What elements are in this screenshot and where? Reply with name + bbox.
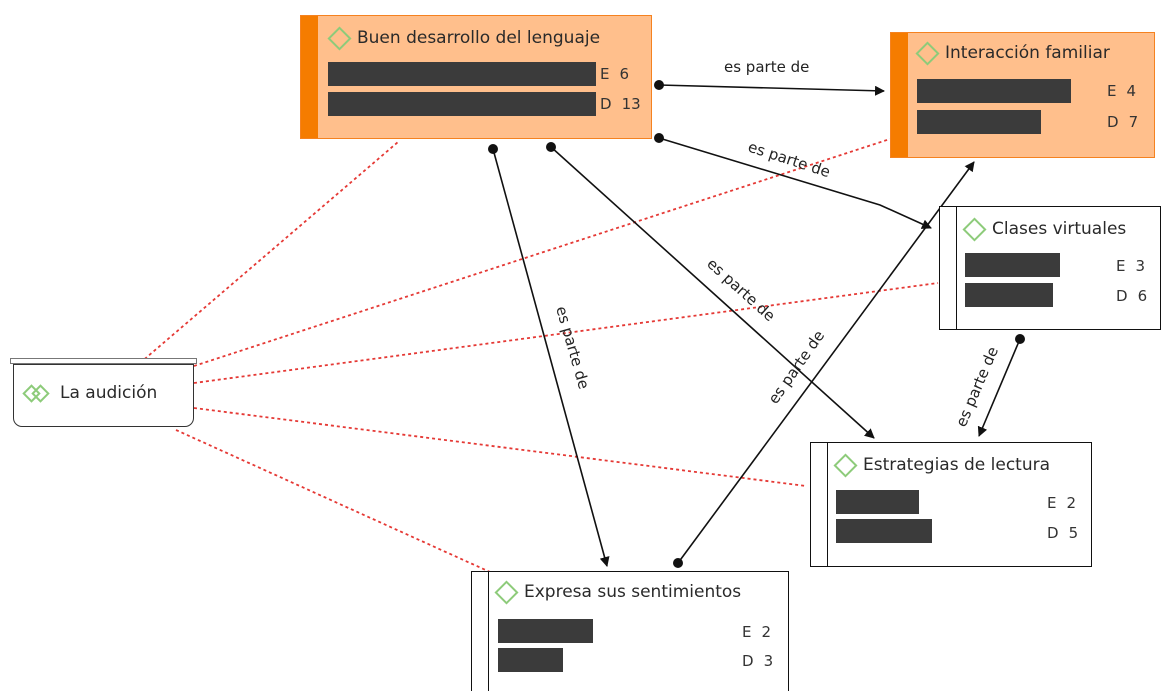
relation-lenguaje-estrategias xyxy=(546,142,875,439)
stat-key: D xyxy=(600,95,612,113)
diamond-icon xyxy=(962,216,987,242)
node-band xyxy=(301,16,318,138)
group-tab xyxy=(10,358,197,364)
stat-value: 7 xyxy=(1128,113,1139,131)
relation-label: es parte de xyxy=(724,58,809,76)
stat-value: 13 xyxy=(621,95,641,113)
stat-value: 2 xyxy=(1066,494,1077,512)
dotted-link-audicion-estrategias xyxy=(193,407,807,487)
stat-key: D xyxy=(1116,287,1128,305)
dotted-link-audicion-lenguaje xyxy=(139,141,399,364)
node-title-text: Buen desarrollo del lenguaje xyxy=(357,28,601,48)
node-band xyxy=(891,33,908,157)
node-title-text: Expresa sus sentimientos xyxy=(524,582,742,602)
diamond-icon xyxy=(494,579,519,605)
node-title: Estrategias de lectura xyxy=(833,452,1051,478)
node-title: Expresa sus sentimientos xyxy=(494,579,742,605)
stat-value: 2 xyxy=(761,623,772,641)
stat-key: E xyxy=(1107,82,1117,100)
node-band xyxy=(940,207,957,329)
stat-value: 6 xyxy=(1137,287,1148,305)
code-group-audicion[interactable]: La audición xyxy=(10,358,197,427)
relation-expresa-familiar xyxy=(673,161,975,568)
redacted-text xyxy=(328,62,596,86)
stat-key: D xyxy=(1107,113,1119,131)
node-title: Interacción familiar xyxy=(915,40,1110,66)
relation-lenguaje-familiar xyxy=(654,80,885,96)
relation-label: es parte de xyxy=(552,304,593,391)
stat-key: E xyxy=(600,65,610,83)
node-title-text: Estrategias de lectura xyxy=(863,455,1051,475)
diamond-icon xyxy=(915,40,940,66)
relation-label: es parte de xyxy=(952,344,1002,430)
redacted-text xyxy=(498,648,563,672)
node-title: La audición xyxy=(22,383,158,403)
diamond-icon xyxy=(833,452,858,478)
stat-value: 4 xyxy=(1126,82,1137,100)
node-title-text: Clases virtuales xyxy=(992,219,1127,239)
redacted-text xyxy=(836,490,919,514)
stat-key: E xyxy=(1116,257,1126,275)
redacted-text xyxy=(498,619,593,643)
relation-label: es parte de xyxy=(703,255,778,325)
redacted-text xyxy=(917,110,1041,134)
node-title: Clases virtuales xyxy=(962,216,1127,242)
relation-clases-estrategias xyxy=(977,334,1025,437)
double-diamond-icon xyxy=(22,384,50,403)
redacted-text xyxy=(965,253,1060,277)
relation-lenguaje-clases xyxy=(654,133,932,229)
stat-value: 3 xyxy=(763,652,774,670)
dotted-link-audicion-expresa xyxy=(175,429,491,573)
stat-value: 5 xyxy=(1068,524,1079,542)
stat-key: D xyxy=(1047,524,1059,542)
redacted-text xyxy=(917,79,1071,103)
relation-label: es parte de xyxy=(746,138,833,181)
dotted-link-audicion-familiar xyxy=(193,138,891,367)
relation-label: es parte de xyxy=(765,327,829,407)
redacted-text xyxy=(328,92,596,116)
diamond-icon xyxy=(327,25,352,51)
node-band xyxy=(472,572,489,691)
density-stat: D 13 xyxy=(600,95,641,113)
node-title: Buen desarrollo del lenguaje xyxy=(327,25,601,51)
dotted-link-audicion-clases xyxy=(193,282,939,384)
stat-key: E xyxy=(742,623,752,641)
node-title-text: La audición xyxy=(60,383,158,403)
node-title-text: Interacción familiar xyxy=(945,43,1110,63)
stat-key: E xyxy=(1047,494,1057,512)
node-band xyxy=(811,443,828,566)
stat-value: 3 xyxy=(1135,257,1146,275)
stat-value: 6 xyxy=(619,65,630,83)
stat-key: D xyxy=(742,652,754,670)
redacted-text xyxy=(836,519,932,543)
redacted-text xyxy=(965,283,1053,307)
relation-lenguaje-expresa xyxy=(488,144,610,567)
